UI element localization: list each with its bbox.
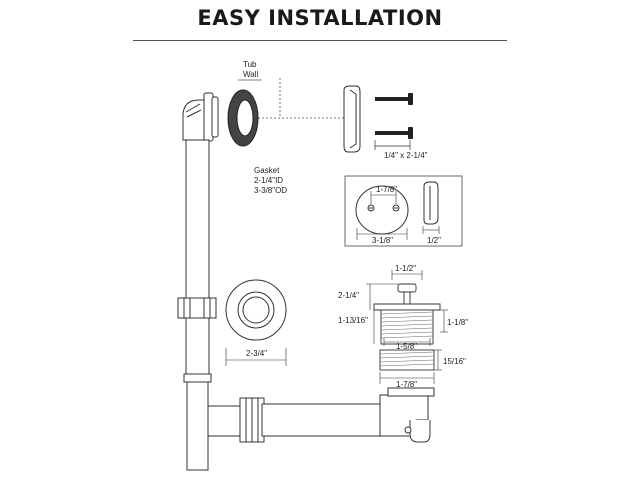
faceplate-detail-box	[344, 175, 463, 247]
tub-wall-line	[238, 78, 345, 119]
body-height-right-label: 1-1/8"	[447, 318, 468, 327]
flange-diameter-label: 2-3/4"	[246, 349, 267, 358]
body-height-left-label: 1-13/16"	[338, 316, 368, 325]
screw-lower	[375, 127, 413, 139]
thread-od-label: 1-5/8"	[396, 342, 417, 351]
gasket-ring	[227, 89, 259, 147]
stopper-body	[373, 283, 441, 345]
plate-hole-spacing-label: 1-7/8"	[376, 185, 397, 194]
gasket-label: Gasket	[254, 166, 280, 175]
screw-upper	[375, 93, 413, 105]
drain-pipe-horizontal	[207, 387, 435, 443]
flange-dimension	[225, 348, 287, 366]
stopper-dimensions	[366, 270, 448, 384]
screw-dimension	[374, 140, 411, 150]
overflow-faceplate-side	[343, 85, 361, 153]
gasket-od-label: 3-3/8"OD	[254, 186, 287, 195]
diagram-title: EASY INSTALLATION	[197, 6, 443, 30]
stopper-height-label: 2-1/4"	[338, 291, 359, 300]
drain-flange-front	[225, 279, 287, 341]
nut-od-label: 1-7/8"	[396, 380, 417, 389]
plate-depth-label: 1/2"	[427, 236, 441, 245]
gasket-id-label: 2-1/4"ID	[254, 176, 283, 185]
screw-size-label: 1/4" x 2-1/4"	[384, 151, 428, 160]
tub-label: Tub	[243, 60, 257, 69]
plate-diameter-label: 3-1/8"	[372, 236, 393, 245]
drain-pipe-vertical	[177, 139, 217, 471]
stopper-cap-label: 1-1/2"	[395, 264, 416, 273]
lock-nut	[379, 349, 435, 371]
title-underline	[133, 40, 507, 41]
wall-label: Wall	[243, 70, 258, 79]
nut-height-label: 15/16"	[443, 357, 466, 366]
overflow-elbow	[182, 92, 219, 142]
